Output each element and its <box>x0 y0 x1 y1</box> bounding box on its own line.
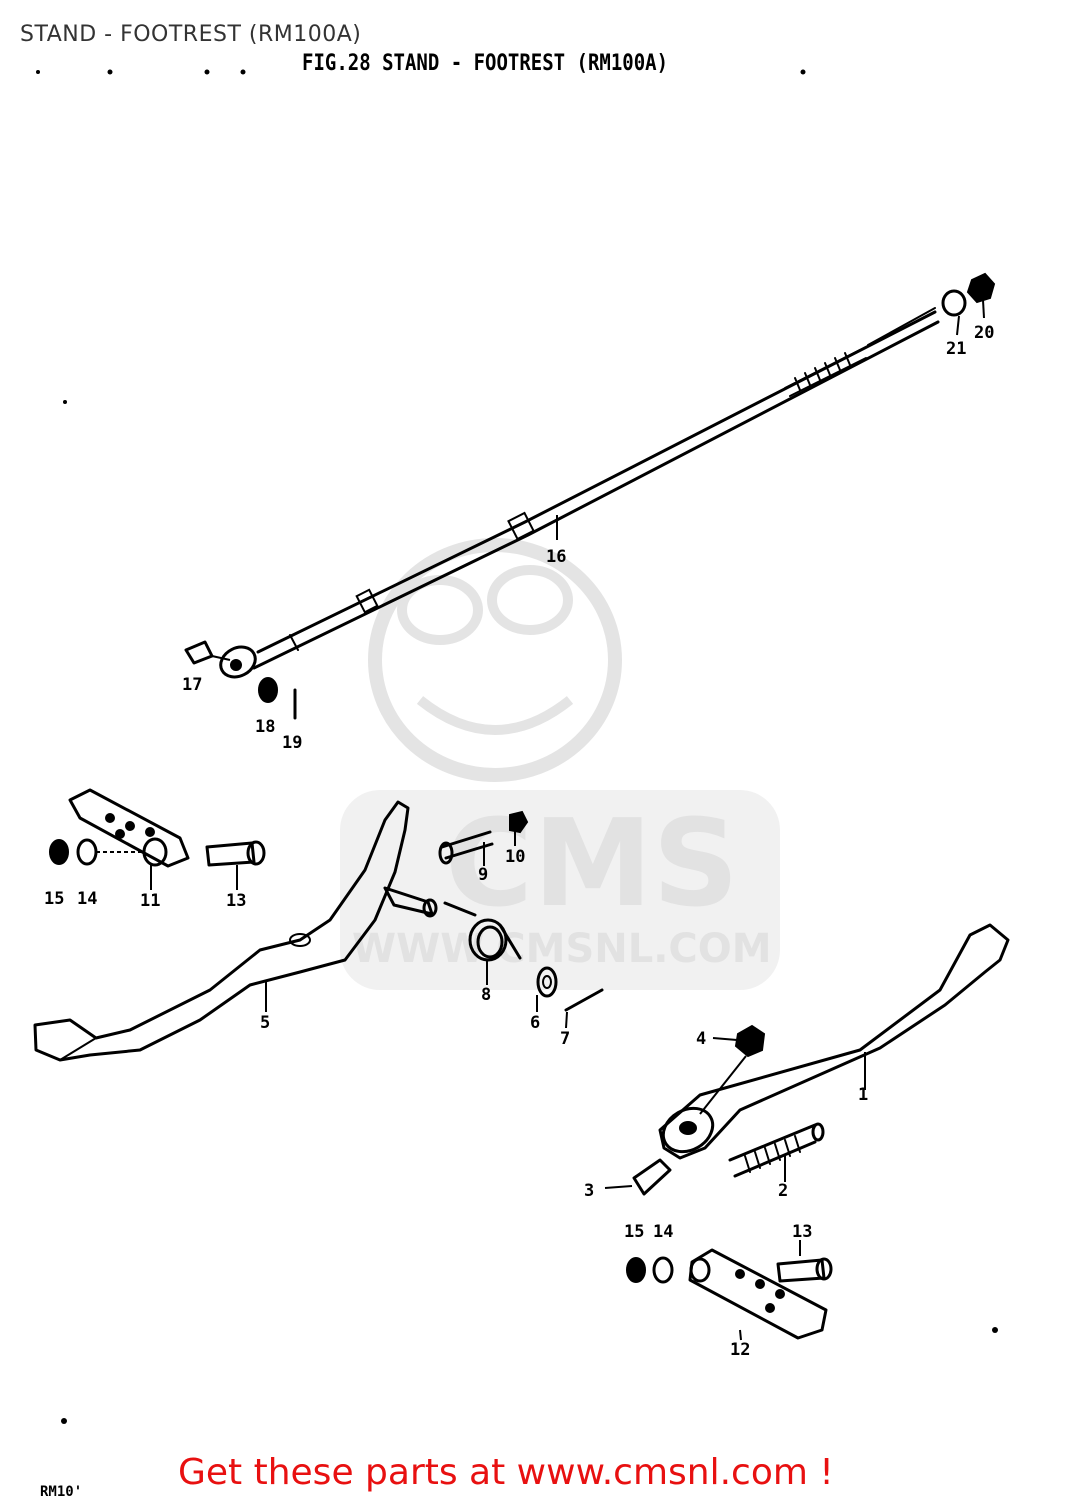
scan-specks <box>36 69 998 1424</box>
washer-left-14 <box>76 838 98 866</box>
label-14-right: 14 <box>653 1222 673 1242</box>
brake-rod-16 <box>219 307 940 679</box>
label-18: 18 <box>255 717 275 737</box>
footrest-left-11 <box>68 788 190 868</box>
clevis-pin-17 <box>184 640 231 665</box>
washer-left-15 <box>49 839 69 865</box>
washer-6 <box>536 966 558 998</box>
label-14-left: 14 <box>77 889 97 909</box>
label-16: 16 <box>546 547 566 567</box>
nut-4 <box>699 1024 766 1115</box>
label-8: 8 <box>481 985 491 1005</box>
footer-code: RM10' <box>40 1484 83 1500</box>
cotter-pin-7 <box>564 988 604 1012</box>
watermark-brand: CMS <box>445 795 739 934</box>
leader-lines <box>150 299 985 1341</box>
joint-21 <box>941 289 967 317</box>
bolt-3 <box>632 1158 672 1196</box>
label-10: 10 <box>505 847 525 867</box>
label-15-left: 15 <box>44 889 64 909</box>
part-labels: 1 2 3 4 5 6 7 8 9 10 11 12 13 13 14 14 1… <box>44 323 994 1360</box>
pin-right-13 <box>776 1257 833 1283</box>
watermark-url: WWW.CMSNL.COM <box>352 926 772 972</box>
label-13-left: 13 <box>226 891 246 911</box>
label-13-right: 13 <box>792 1222 812 1242</box>
spring-2 <box>728 1122 825 1178</box>
label-17: 17 <box>182 675 202 695</box>
washer-18 <box>258 677 278 703</box>
label-2: 2 <box>778 1181 788 1201</box>
cms-watermark: CMS WWW.CMSNL.COM <box>340 538 780 990</box>
label-20: 20 <box>974 323 994 343</box>
label-4: 4 <box>696 1029 706 1049</box>
nut-10 <box>509 810 529 834</box>
footrest-right-12 <box>688 1248 828 1340</box>
get-parts-link[interactable]: Get these parts at www.cmsnl.com ! <box>178 1452 834 1493</box>
brake-pedal-5 <box>33 800 438 1062</box>
label-6: 6 <box>530 1013 540 1033</box>
label-11: 11 <box>140 891 160 911</box>
pin-left-13 <box>205 840 266 867</box>
label-3: 3 <box>584 1181 594 1201</box>
washer-right-14 <box>652 1256 674 1284</box>
side-stand-1 <box>658 923 1010 1160</box>
label-21: 21 <box>946 339 966 359</box>
label-1: 1 <box>858 1085 868 1105</box>
page-title: STAND - FOOTREST (RM100A) <box>20 22 362 47</box>
figure-title: FIG.28 STAND - FOOTREST (RM100A) <box>302 50 669 76</box>
label-5: 5 <box>260 1013 270 1033</box>
label-7: 7 <box>560 1029 570 1049</box>
label-12: 12 <box>730 1340 750 1360</box>
label-9: 9 <box>478 865 488 885</box>
nut-20 <box>966 272 996 304</box>
washer-right-15 <box>626 1257 646 1283</box>
label-19: 19 <box>282 733 302 753</box>
label-15-right: 15 <box>624 1222 644 1242</box>
